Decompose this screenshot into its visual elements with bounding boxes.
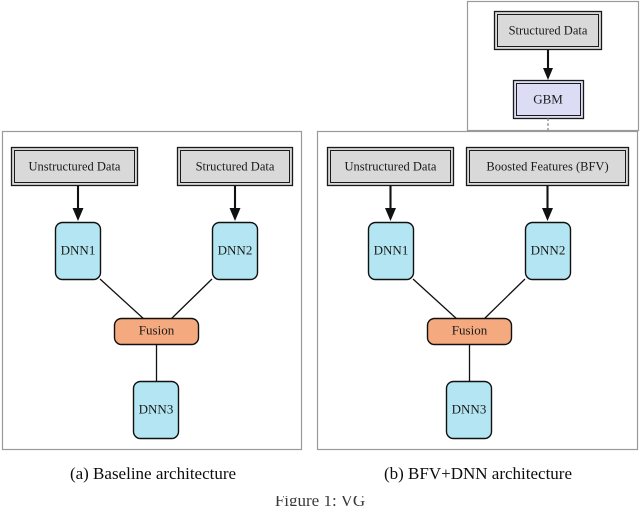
left-structured-data-inner-border <box>180 150 290 183</box>
right-arrow-unstructured-to-dnn1 <box>385 186 396 221</box>
right-edge-dnn1-fusion <box>412 278 459 321</box>
right-dnn1-node[interactable]: DNN1 <box>367 221 415 281</box>
left-dnn3-label: DNN3 <box>139 401 174 416</box>
left-dnn1-box <box>54 221 102 281</box>
subcaption-right: (b) BFV+DNN architecture <box>384 464 572 483</box>
right-boosted-features-label: Boosted Features (BFV) <box>486 159 608 173</box>
right-boosted-features-inner-border <box>469 150 626 183</box>
right-unstructured-data-node[interactable]: Unstructured Data <box>326 146 455 187</box>
left-edge-dnn1-fusion <box>99 278 146 321</box>
left-fusion-node[interactable]: Fusion <box>113 317 200 346</box>
right-edge-dnn2-fusion <box>482 278 526 321</box>
left-dnn1-node[interactable]: DNN1 <box>54 221 102 281</box>
left-dnn1-label: DNN1 <box>61 242 96 257</box>
left-arrow-unstructured-to-dnn1 <box>72 186 84 221</box>
left-unstructured-data-label: Unstructured Data <box>29 159 121 173</box>
left-edge-dnn2-fusion <box>169 278 213 321</box>
left-structured-data-label: Structured Data <box>196 159 275 173</box>
figure-caption-clipped: Figure 1: VG <box>275 491 365 506</box>
right-dnn1-label: DNN1 <box>374 242 409 257</box>
right-dnn2-box <box>524 221 572 281</box>
left-unstructured-data-node[interactable]: Unstructured Data <box>10 146 139 187</box>
left-dnn3-box <box>132 380 180 440</box>
right-boosted-features-node[interactable]: Boosted Features (BFV) <box>465 146 630 187</box>
right-dnn3-label: DNN3 <box>452 401 487 416</box>
gbm-label: GBM <box>533 91 563 106</box>
gbm-inner-border <box>516 83 581 116</box>
bfv-dnn-architecture-panel: Unstructured Data Boosted Features (BFV) <box>316 130 639 451</box>
right-dnn1-box <box>367 221 415 281</box>
figure-caption-text: Figure 1: VG <box>275 491 365 506</box>
gbm-structured-data-inner-border <box>497 14 599 47</box>
right-fusion-label: Fusion <box>452 322 488 337</box>
gbm-structured-data-node[interactable]: Structured Data <box>493 10 603 51</box>
left-dnn2-label: DNN2 <box>218 242 253 257</box>
right-unstructured-data-label: Unstructured Data <box>345 159 437 173</box>
left-fusion-label: Fusion <box>139 322 175 337</box>
subcaption-left: (a) Baseline architecture <box>70 464 236 483</box>
right-dnn3-box <box>445 380 493 440</box>
left-arrow-structured-to-dnn2 <box>229 186 241 221</box>
gbm-structured-data-label: Structured Data <box>509 23 588 37</box>
baseline-architecture-panel: Unstructured Data Structured Data DNN1 <box>1 130 303 451</box>
right-dnn3-node[interactable]: DNN3 <box>445 380 493 440</box>
gbm-panel: Structured Data GBM <box>466 0 640 157</box>
arrow-structured-data-to-gbm <box>543 50 553 80</box>
left-unstructured-data-inner-border <box>14 150 135 183</box>
right-fusion-node[interactable]: Fusion <box>426 317 513 346</box>
right-unstructured-data-inner-border <box>330 150 451 183</box>
right-arrow-bfv-to-dnn2 <box>542 186 553 221</box>
left-dnn3-node[interactable]: DNN3 <box>132 380 180 440</box>
left-dnn2-node[interactable]: DNN2 <box>211 221 259 281</box>
right-dnn2-node[interactable]: DNN2 <box>524 221 572 281</box>
right-dnn2-label: DNN2 <box>531 242 566 257</box>
gbm-node[interactable]: GBM <box>512 79 585 120</box>
left-structured-data-node[interactable]: Structured Data <box>176 146 294 187</box>
left-dnn2-box <box>211 221 259 281</box>
